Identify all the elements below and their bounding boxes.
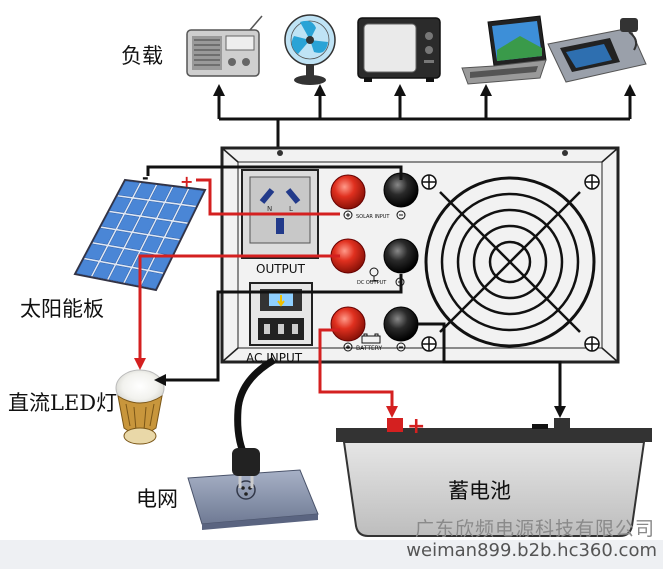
solar-cell — [181, 188, 204, 206]
fan-screws — [421, 174, 600, 352]
tv-icon — [357, 17, 441, 82]
cooling-fan-grille — [424, 176, 596, 348]
laptop-icon — [461, 15, 547, 85]
solar-input-label: SOLAR INPUT — [356, 214, 390, 220]
solar-cell — [109, 196, 132, 213]
battery-positive-terminal — [330, 306, 366, 342]
solar-cell — [165, 186, 188, 204]
solar-cell — [133, 182, 156, 200]
solar-cell — [157, 203, 180, 221]
solar-positive-terminal — [330, 174, 366, 210]
radio-icon — [186, 15, 263, 77]
solar-cell — [125, 233, 148, 251]
solar-cell — [149, 219, 172, 237]
led-bulb-icon — [115, 369, 165, 445]
grid-label: 电网 — [136, 487, 178, 511]
battery-negative-terminal — [383, 306, 419, 342]
solar-cell — [141, 235, 164, 253]
solar-cell — [117, 180, 140, 198]
solar-panel-label: 太阳能板 — [20, 297, 104, 321]
solar-cell — [133, 216, 156, 234]
wall-outlet-icon — [187, 469, 319, 530]
solar-cell — [92, 262, 115, 280]
storage-battery-icon: + — [336, 414, 652, 537]
panel-negative-sign: - — [142, 168, 149, 187]
solar-cell — [84, 243, 107, 261]
small-bulb-icon — [369, 267, 379, 282]
solar-cell — [101, 212, 124, 229]
battery-label: 蓄电池 — [448, 479, 511, 503]
dc-negative-terminal — [383, 238, 419, 274]
fan-icon — [284, 14, 336, 85]
watermark-url: weiman899.b2b.hc360.com — [406, 540, 657, 561]
solar-cell — [108, 265, 131, 283]
ac-input-label: AC INPUT — [246, 351, 303, 365]
power-cord — [232, 356, 276, 488]
solar-cell — [76, 259, 99, 277]
solar-cell — [100, 246, 123, 264]
solar-cell — [140, 271, 164, 290]
solar-cell — [116, 249, 139, 267]
solar-panel-cells — [76, 180, 204, 290]
solar-cell — [108, 230, 132, 248]
panel-positive-sign: + — [180, 172, 193, 191]
watermark-company: 广东欣频电源科技有限公司 — [414, 518, 655, 540]
negative-wires — [146, 165, 566, 418]
svg-text:N: N — [267, 205, 272, 213]
solar-cell — [173, 205, 196, 223]
solar-cell — [141, 200, 164, 218]
load-label: 负载 — [121, 44, 163, 68]
dc-output-label: DC OUTPUT — [357, 280, 387, 286]
bottom-band — [0, 540, 663, 569]
led-lamp-label: 直流LED灯 — [8, 391, 117, 415]
solar-cell — [92, 227, 115, 245]
positive-wires — [134, 178, 398, 418]
battery-small-label: BATTERY — [356, 345, 383, 352]
solar-cell — [149, 184, 172, 202]
solar-cell — [125, 198, 148, 216]
svg-text:+: + — [407, 414, 425, 439]
phone-charger-icon — [547, 18, 647, 83]
small-battery-icon — [361, 333, 381, 344]
svg-text:L: L — [289, 205, 293, 213]
output-label: OUTPUT — [256, 262, 306, 276]
solar-cell — [165, 221, 188, 240]
solar-cell — [117, 214, 140, 232]
